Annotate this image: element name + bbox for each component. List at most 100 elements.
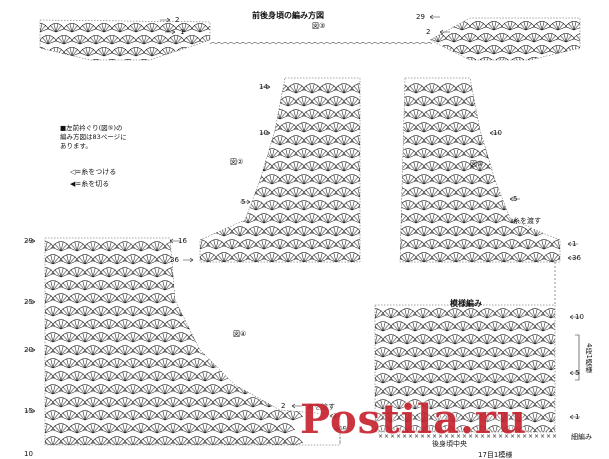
stitch-line (414, 154, 425, 159)
stitch-line (505, 163, 513, 172)
stitch-line (183, 102, 192, 106)
stitch-line (263, 213, 267, 224)
stitch-line (51, 429, 62, 434)
stitch-line (351, 174, 355, 185)
stitch-line (453, 57, 457, 60)
stitch-line (557, 21, 561, 31)
stitch-line (555, 45, 559, 55)
stitch-line (495, 137, 503, 146)
stitch-line (45, 241, 48, 252)
chain-arc (542, 252, 560, 260)
stitch-line (246, 269, 254, 278)
stitch-line (247, 219, 258, 224)
stitch-line (542, 258, 553, 262)
stitch-line (102, 269, 110, 278)
chain-arc (374, 162, 394, 169)
stitch-line (236, 269, 244, 278)
stitch-line (252, 269, 260, 278)
stitch-line (415, 163, 423, 172)
stitch-line (401, 228, 409, 237)
stitch-line (557, 23, 565, 31)
stitch-line (48, 65, 56, 68)
stitch-line (292, 334, 300, 343)
stitch-line (84, 416, 95, 421)
stitch-line (553, 215, 560, 224)
stitch-line (273, 163, 281, 172)
stitch-line (349, 252, 353, 262)
stitch-line (175, 59, 179, 60)
stitch-line (146, 436, 150, 445)
stitch-line (462, 154, 473, 159)
stitch-line (238, 115, 249, 120)
stitch-line (252, 423, 256, 434)
chain-arc (502, 109, 522, 117)
stitch-line (437, 57, 441, 60)
stitch-line (46, 412, 54, 421)
stitch-line (204, 429, 215, 434)
chain-arc (211, 267, 231, 275)
stitch-line (425, 241, 433, 250)
stitch-line (526, 206, 537, 211)
stitch-line (123, 338, 134, 343)
chain-arc (182, 59, 202, 60)
stitch-line (382, 136, 384, 145)
stitch-line (222, 334, 230, 343)
stitch-line (195, 299, 206, 304)
stitch-line (205, 200, 209, 211)
stitch-line (295, 215, 303, 224)
stitch-line (26, 37, 32, 44)
stitch-line (108, 241, 112, 252)
stitch-line (358, 102, 360, 107)
stitch-line (276, 438, 284, 445)
stitch-line (148, 436, 152, 445)
stitch-line (502, 63, 510, 66)
stitch-line (116, 282, 124, 291)
stitch-line (437, 50, 447, 55)
stitch-line (201, 176, 209, 185)
stitch-line (278, 206, 289, 211)
stitch-line (495, 141, 506, 146)
stitch-line (214, 128, 225, 133)
stitch-line (215, 193, 226, 198)
stitch-line (184, 188, 186, 197)
stitch-line (282, 371, 286, 382)
stitch-line (23, 400, 29, 407)
stitch-line (501, 33, 505, 43)
stitch-line (526, 258, 537, 262)
stitch-line (179, 273, 190, 278)
stitch-line (534, 193, 545, 198)
stitch-line (231, 213, 235, 224)
stitch-line (212, 256, 220, 265)
stitch-line (201, 124, 209, 133)
stitch-line (242, 254, 246, 265)
stitch-line (533, 122, 537, 133)
stitch-line (362, 99, 368, 106)
chain-arc (200, 174, 202, 182)
stitch-line (455, 226, 459, 237)
stitch-line (276, 280, 280, 291)
stitch-line (132, 312, 143, 317)
stitch-line (180, 412, 188, 421)
stitch-line (60, 423, 64, 434)
stitch-line (174, 334, 182, 343)
stitch-line (186, 345, 190, 356)
chain-arc (259, 345, 279, 353)
stitch-line (215, 161, 219, 172)
stitch-line (335, 122, 339, 133)
stitch-line (494, 102, 505, 107)
chain-arc (350, 239, 360, 247)
chain-arc (430, 33, 448, 40)
stitch-line (175, 35, 179, 45)
stitch-line (453, 148, 457, 159)
stitch-line (252, 347, 260, 356)
stitch-line (505, 85, 513, 94)
chain-arc (126, 47, 146, 54)
stitch-line (45, 312, 47, 317)
stitch-line (84, 256, 92, 265)
stitch-line (180, 286, 191, 291)
stitch-line (116, 332, 120, 343)
stitch-line (542, 206, 553, 211)
stitch-line (274, 410, 278, 421)
stitch-line (140, 293, 144, 304)
chain-arc (40, 59, 58, 60)
